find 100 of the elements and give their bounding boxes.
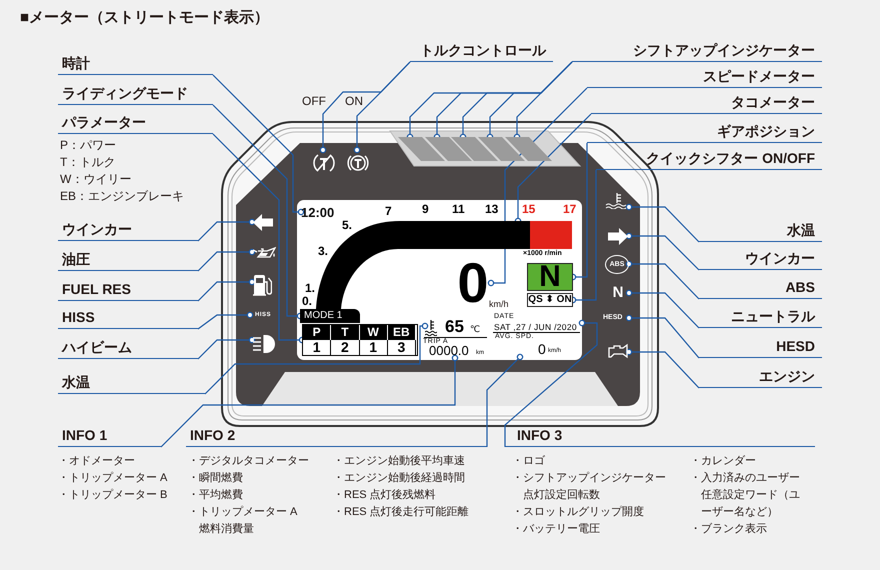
- scale-number: 7: [385, 205, 392, 218]
- leader-line: [626, 290, 700, 328]
- callout-label: INFO 3: [505, 425, 815, 447]
- oil-can-icon: [252, 245, 276, 260]
- scale-number: 1.: [305, 282, 316, 295]
- callout-label: トルクコントロール: [410, 40, 553, 62]
- value-cell: 1: [360, 340, 388, 355]
- leader-line: [626, 204, 700, 242]
- shift-light: [425, 137, 473, 161]
- date-value: SAT ,27 / JUN /2020: [494, 322, 577, 332]
- callout-label: INFO 1: [58, 425, 161, 447]
- leader-line: [198, 278, 256, 302]
- callout-label: 水温: [699, 220, 822, 242]
- list-item: EB：エンジンブレーキ: [60, 188, 184, 205]
- callout-label: HISS: [58, 307, 198, 329]
- header-cell: EB: [388, 325, 416, 340]
- list-item: ・ブランク表示: [690, 522, 767, 537]
- state-label: ON: [345, 95, 363, 108]
- right-arrow-icon: [607, 227, 629, 246]
- callout-label: ハイビーム: [58, 337, 198, 359]
- list-item: W：ウイリー: [60, 171, 132, 188]
- scale-number: 3.: [318, 245, 328, 258]
- leader-line: [626, 232, 700, 270]
- callout-label: クイックシフター ON/OFF: [596, 148, 822, 170]
- shift-light: [451, 137, 499, 161]
- callout-label: ニュートラル: [699, 306, 822, 328]
- callout-label: タコメーター: [591, 92, 822, 114]
- header-cell: P: [303, 325, 332, 340]
- quickshifter-indicator: QS ⬍ ON: [527, 293, 573, 307]
- neutral-indicator: N: [607, 284, 629, 301]
- shift-light: [478, 137, 526, 161]
- scale-number: 15: [522, 203, 536, 216]
- value-cell: 3: [388, 340, 416, 355]
- callout-label: エンジン: [699, 366, 822, 388]
- header-cell: T: [331, 325, 360, 340]
- temperature-value: 65: [445, 317, 464, 337]
- callout-label: ウインカー: [58, 219, 198, 241]
- list-item: ・カレンダー: [690, 454, 756, 469]
- list-item: ・ロゴ: [512, 454, 545, 469]
- left-arrow-icon: [252, 213, 274, 232]
- leader-line: [626, 260, 700, 300]
- scale-number: 5.: [342, 219, 352, 232]
- leader-line: [160, 354, 458, 448]
- scale-number: 9: [422, 203, 429, 216]
- callout-label: 時計: [58, 53, 213, 75]
- shift-light: [505, 137, 553, 161]
- list-item: ・トリップメーター A: [58, 470, 168, 486]
- list-item: ・スロットルグリップ開度: [512, 504, 644, 520]
- list-item: ・トリップメーター A 燃料消費量: [188, 504, 298, 537]
- callout-label: HESD: [699, 336, 822, 358]
- callout-label: ギアポジション: [587, 121, 822, 143]
- trip-value: 0000.0: [429, 343, 469, 358]
- leader-line: [626, 348, 700, 388]
- list-item: ・RES 点灯後走行可能距離: [333, 504, 469, 520]
- leader-line: [198, 218, 256, 242]
- clock-display: 12:00: [301, 205, 341, 221]
- leader-line: [198, 248, 256, 272]
- list-item: P：パワー: [60, 137, 116, 154]
- callout-label: ライディングモード: [58, 83, 213, 105]
- callout-label: ウインカー: [699, 248, 822, 270]
- leader-line: [486, 354, 524, 447]
- list-item: T：トルク: [60, 154, 116, 171]
- leader-line: [198, 336, 256, 360]
- list-item: ・入力済みのユーザー任意設定ワード（ユーザー名など）: [690, 470, 801, 520]
- value-cell: 2: [331, 340, 360, 355]
- leader-line: [212, 74, 304, 216]
- mode-tab: MODE 1: [300, 309, 360, 323]
- list-item: ・バッテリー電圧: [512, 522, 600, 537]
- leader-line: [488, 88, 588, 286]
- parameter-table: [302, 324, 418, 356]
- leader-line: [204, 322, 428, 394]
- speed-value: 0: [538, 341, 546, 357]
- speed-readout: 0: [455, 258, 491, 308]
- leader-line: [626, 314, 700, 358]
- leader-line: [504, 320, 598, 447]
- leader-line: [198, 312, 254, 330]
- callout-label: INFO 2: [186, 425, 487, 447]
- engine-icon: [606, 343, 629, 359]
- gear-indicator: N: [527, 263, 573, 291]
- shift-light: [398, 137, 446, 161]
- tachometer-bar: [400, 221, 572, 249]
- list-item: ・エンジン始動後経過時間: [333, 471, 465, 486]
- callout-label: スピードメーター: [587, 66, 822, 88]
- leader-line: [354, 62, 410, 154]
- list-item: ・平均燃費: [188, 488, 243, 503]
- unit-text: km/h: [489, 299, 509, 309]
- unit-text: ℃: [470, 323, 480, 335]
- scale-number: 11: [452, 203, 465, 216]
- callout-label: 油圧: [58, 249, 198, 271]
- list-item: ・エンジン始動後平均車速: [333, 454, 465, 469]
- list-item: ・瞬間燃費: [188, 471, 243, 486]
- state-label: OFF: [302, 95, 326, 108]
- list-item: ・シフトアップインジケーター点灯設定回転数: [512, 470, 667, 503]
- callout-label: パラメーター: [58, 112, 213, 134]
- headlight-icon: [252, 333, 276, 354]
- header-cell: W: [360, 325, 388, 340]
- title: ■メーター（ストリートモード表示）: [20, 8, 270, 28]
- callout-label: FUEL RES: [58, 279, 198, 301]
- callout-label: シフトアップインジケーター: [572, 40, 822, 62]
- scale-number: 13: [485, 203, 498, 216]
